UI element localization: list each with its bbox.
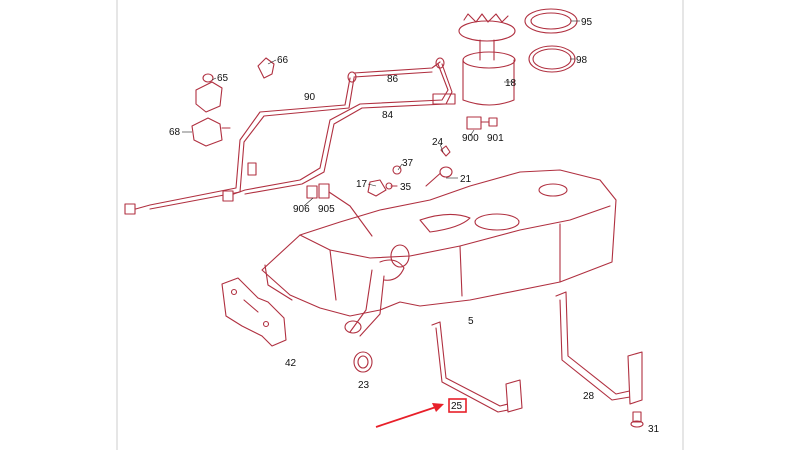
screw-35 — [385, 182, 398, 190]
callout-905: 905 — [318, 204, 335, 215]
callout-31: 31 — [648, 424, 660, 435]
fuel-line-84 — [227, 63, 453, 197]
seal-ring — [528, 45, 576, 73]
tank-strap-25 — [431, 321, 523, 413]
callout-28: 28 — [583, 391, 595, 402]
callout-84: 84 — [382, 110, 394, 121]
fuel-tank — [261, 169, 617, 337]
heat-shield-42 — [221, 277, 287, 347]
line-clip — [247, 162, 257, 176]
callout-906: 906 — [293, 204, 310, 215]
fuel-line-86 — [353, 61, 441, 78]
callout-35: 35 — [400, 182, 412, 193]
callout-900: 900 — [462, 133, 479, 144]
callout-42: 42 — [285, 358, 297, 369]
tank-strap-28 — [555, 291, 643, 405]
callout-labels: 95 98 66 65 68 90 86 84 18 900 901 24 37… — [169, 17, 660, 435]
callout-18: 18 — [505, 78, 517, 89]
arrow-right-icon — [375, 403, 444, 428]
callout-21: 21 — [460, 174, 472, 185]
callout-23: 23 — [358, 380, 370, 391]
callout-24: 24 — [432, 137, 444, 148]
callout-901: 901 — [487, 133, 504, 144]
fuel-pump-module — [432, 13, 516, 106]
callout-95: 95 — [581, 17, 593, 28]
highlight-callout-25: 25 — [375, 398, 467, 428]
line-end-connector — [222, 190, 234, 202]
callout-68: 68 — [169, 127, 181, 138]
valve-65 — [195, 73, 223, 113]
valve-68 — [191, 117, 231, 147]
connector-906-905 — [306, 183, 373, 237]
callout-98: 98 — [576, 55, 588, 66]
leader-lines — [182, 20, 580, 207]
highlight-box — [448, 398, 467, 413]
sensor-21 — [425, 166, 453, 187]
clip-24 — [440, 145, 451, 157]
valve-17 — [367, 179, 387, 197]
line-connector — [435, 57, 445, 69]
callout-37: 37 — [402, 158, 414, 169]
callout-5: 5 — [468, 316, 474, 327]
callout-90: 90 — [304, 92, 316, 103]
bolt-37 — [392, 165, 402, 175]
callout-65: 65 — [217, 73, 229, 84]
bracket-66 — [257, 57, 275, 79]
callout-66: 66 — [277, 55, 289, 66]
line-connector — [347, 71, 357, 83]
bolt-31 — [630, 411, 644, 428]
callout-17: 17 — [356, 179, 368, 190]
callout-25: 25 — [451, 401, 463, 412]
grommet-23 — [353, 351, 373, 373]
callout-86: 86 — [387, 74, 399, 85]
lock-ring — [524, 8, 578, 34]
sender-unit — [466, 116, 498, 130]
line-end-connector — [124, 203, 136, 215]
